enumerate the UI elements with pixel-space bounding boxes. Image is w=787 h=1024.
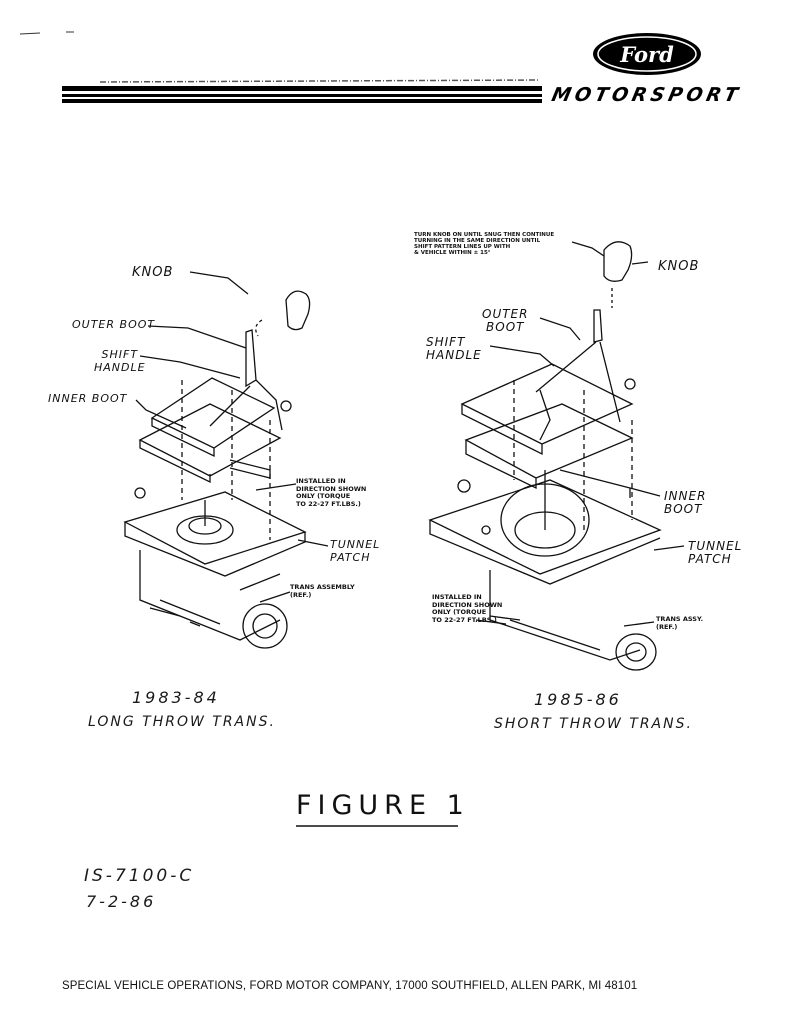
- figure-title: FIGURE 1: [296, 790, 470, 821]
- left-outer-boot-label: OUTER BOOT: [72, 318, 156, 331]
- left-knob-label: KNOB: [132, 265, 174, 280]
- right-shift-handle: [535, 309, 621, 423]
- doc-date: 7-2-86: [86, 892, 157, 911]
- left-trans-assembly-label: TRANS ASSEMBLY (REF.): [290, 583, 355, 599]
- left-tunnel-patch: [123, 491, 307, 577]
- right-knob-label: KNOB: [658, 259, 700, 274]
- right-shift-handle-label: SHIFT HANDLE: [426, 335, 482, 362]
- right-inner-boot-label: INNER BOOT: [664, 489, 707, 516]
- left-outer-boot: [150, 377, 276, 458]
- left-inner-boot-label: INNER BOOT: [48, 392, 128, 405]
- ford-oval-icon: [593, 33, 701, 75]
- left-tunnel-patch-label: TUNNEL PATCH: [330, 538, 381, 564]
- right-outer-boot: [460, 363, 634, 456]
- footer-address: SPECIAL VEHICLE OPERATIONS, FORD MOTOR C…: [62, 980, 638, 992]
- right-installed-note: INSTALLED IN DIRECTION SHOWN ONLY (TORQU…: [432, 593, 503, 624]
- right-caption: SHORT THROW TRANS.: [494, 716, 693, 732]
- ford-logo-text: Ford: [620, 41, 674, 67]
- ford-logo: Ford: [592, 32, 702, 76]
- right-knob-note: TURN KNOB ON UNTIL SNUG THEN CONTINUE TU…: [414, 232, 555, 256]
- right-tunnel-patch: [428, 479, 662, 585]
- right-knob: [603, 241, 633, 282]
- doc-number: IS-7100-C: [84, 866, 195, 886]
- left-knob: [285, 290, 311, 331]
- left-installed-note: INSTALLED IN DIRECTION SHOWN ONLY (TORQU…: [296, 477, 367, 508]
- right-years: 1985-86: [534, 690, 622, 709]
- right-tunnel-patch-label: TUNNEL PATCH: [688, 539, 743, 566]
- left-caption: LONG THROW TRANS.: [88, 714, 276, 730]
- header-rule: [19, 31, 542, 103]
- left-transmission: [139, 550, 281, 641]
- right-trans-assy-label: TRANS ASSY. (REF.): [656, 615, 704, 631]
- left-years: 1983-84: [132, 688, 220, 707]
- left-shift-handle-label: SHIFT HANDLE: [94, 348, 146, 374]
- right-transmission: [489, 570, 641, 661]
- right-outer-boot-label: OUTER BOOT: [482, 307, 529, 334]
